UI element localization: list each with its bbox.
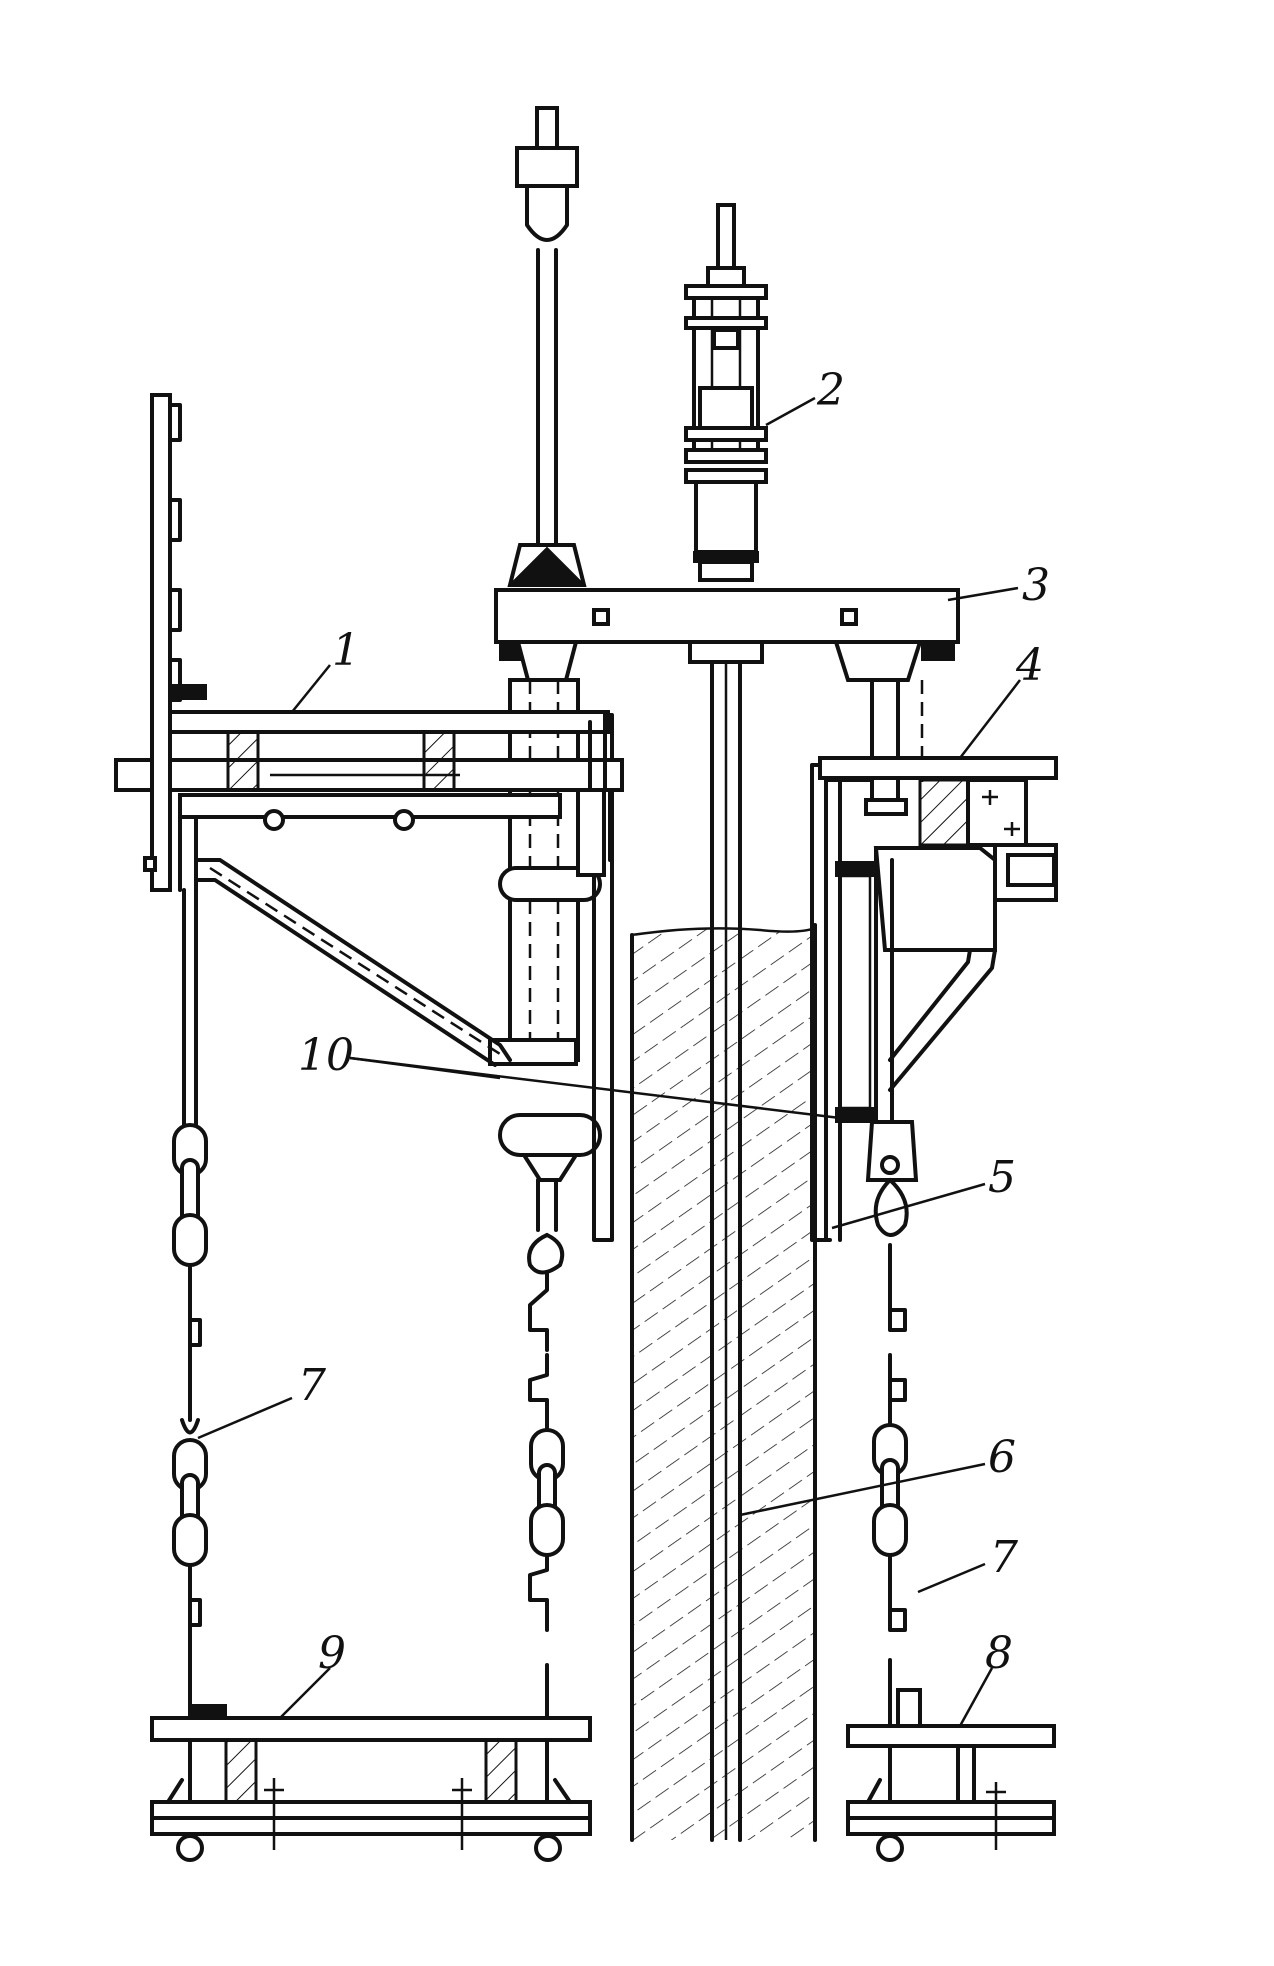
label-5: 5 (988, 1152, 1016, 1203)
working-deck (114, 710, 624, 792)
label-2: 2 (816, 365, 845, 416)
label-4: 4 (1015, 640, 1044, 691)
right-hanger (872, 1178, 922, 1852)
label-9: 9 (318, 1628, 346, 1679)
left-bracket (178, 793, 562, 1067)
concrete-column (630, 923, 817, 1842)
lifting-jack (684, 203, 768, 582)
label-3: 3 (1022, 560, 1050, 611)
guard-post (143, 393, 207, 892)
yoke-beam (494, 588, 960, 664)
label-6: 6 (988, 1432, 1016, 1483)
label-7-right: 7 (990, 1532, 1018, 1583)
left-outer-hanger (172, 888, 227, 1852)
leader-lines (197, 396, 1021, 1727)
climbing-rod (710, 638, 742, 1842)
right-form-panel (810, 763, 872, 1242)
label-7-left: 7 (298, 1360, 326, 1411)
label-8: 8 (985, 1628, 1013, 1679)
hanging-platform-left (150, 1716, 592, 1862)
left-yoke-leg (488, 640, 602, 1182)
hanger-rod (507, 106, 587, 587)
label-1: 1 (332, 625, 360, 676)
right-yoke-leg (833, 640, 924, 816)
label-10: 10 (298, 1030, 354, 1081)
right-deck (818, 756, 1058, 902)
right-bracket (835, 846, 997, 1182)
left-inner-hanger (527, 1178, 565, 1852)
hanging-platform-right (846, 1724, 1056, 1862)
callout-labels: 1 2 3 4 5 6 7 7 8 9 10 (298, 365, 1050, 1679)
